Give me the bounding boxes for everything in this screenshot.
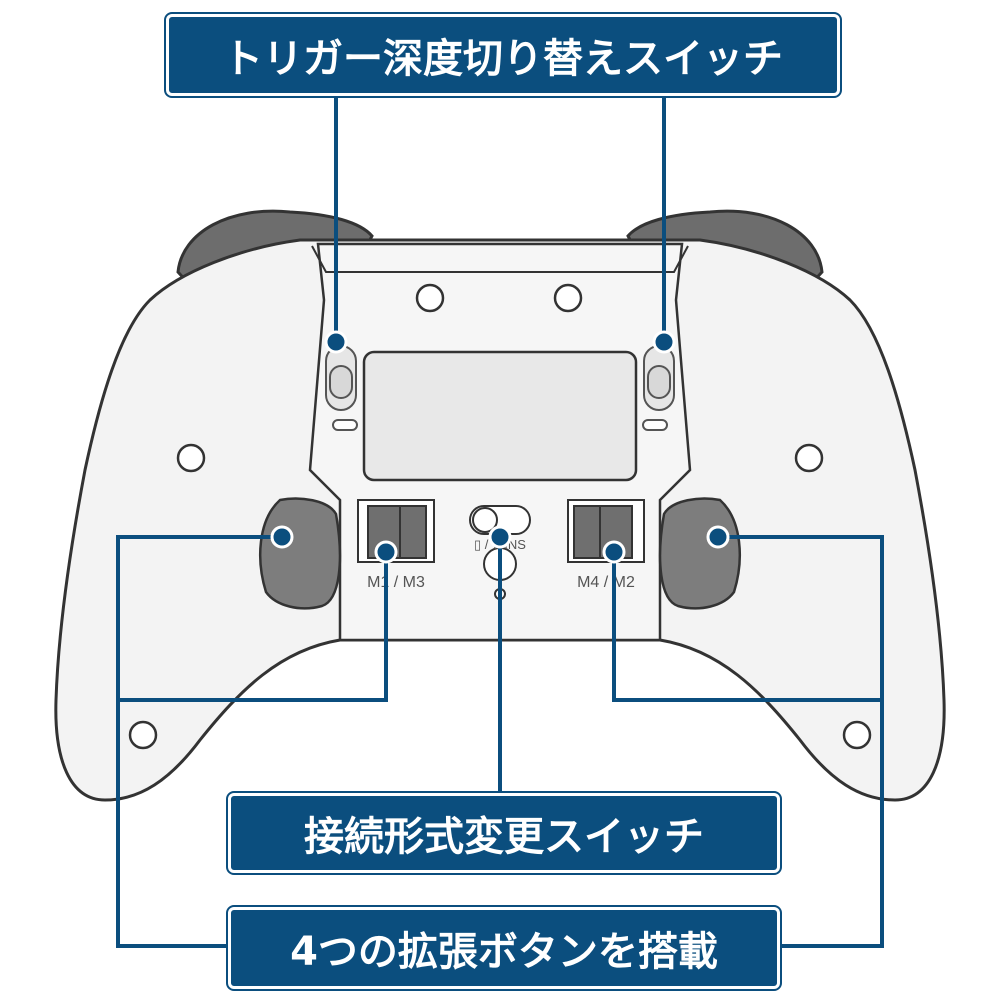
screw xyxy=(415,283,445,313)
right-trigger-slider-knob[interactable] xyxy=(647,365,671,399)
top-rail xyxy=(311,245,689,273)
leader-dots xyxy=(270,330,730,564)
callout-trigger-switch: トリガー深度切り替えスイッチ xyxy=(166,14,840,96)
screw xyxy=(553,283,583,313)
leader-dot xyxy=(374,540,398,564)
battery-cover xyxy=(362,350,638,482)
screw xyxy=(794,443,824,473)
right-back-paddle[interactable] xyxy=(658,497,742,610)
leader-dot xyxy=(270,525,294,549)
callout-connection-switch: 接続形式変更スイッチ xyxy=(228,793,780,873)
callout-connection-switch-text: 接続形式変更スイッチ xyxy=(304,814,704,860)
left-trigger-slider-knob[interactable] xyxy=(329,365,353,399)
callout-extension-buttons-text: 4つの拡張ボタンを搭載 xyxy=(290,929,718,975)
leader-dot xyxy=(488,525,512,549)
leader-dot xyxy=(652,330,676,354)
screw xyxy=(128,720,158,750)
mode-switch-knob[interactable] xyxy=(472,507,498,533)
leader-left-slot xyxy=(118,552,388,702)
screw xyxy=(842,720,872,750)
leader-dot xyxy=(706,525,730,549)
right-trigger-slider-indicator xyxy=(642,419,668,431)
left-back-paddle[interactable] xyxy=(258,497,342,610)
callout-extension-buttons: 4つの拡張ボタンを搭載 xyxy=(228,907,780,989)
callout-trigger-switch-text: トリガー深度切り替えスイッチ xyxy=(223,36,783,82)
leader-dot xyxy=(602,540,626,564)
left-trigger-slider-indicator xyxy=(332,419,358,431)
leader-dot xyxy=(324,330,348,354)
leader-lines xyxy=(116,92,884,948)
right-slot-label: M4 / M2 xyxy=(577,574,635,591)
screw xyxy=(176,443,206,473)
left-slot-label: M1 / M3 xyxy=(367,574,425,591)
leader-left-paddle xyxy=(116,535,282,948)
leader-right-slot xyxy=(612,552,882,702)
leader-right-paddle xyxy=(718,535,884,948)
